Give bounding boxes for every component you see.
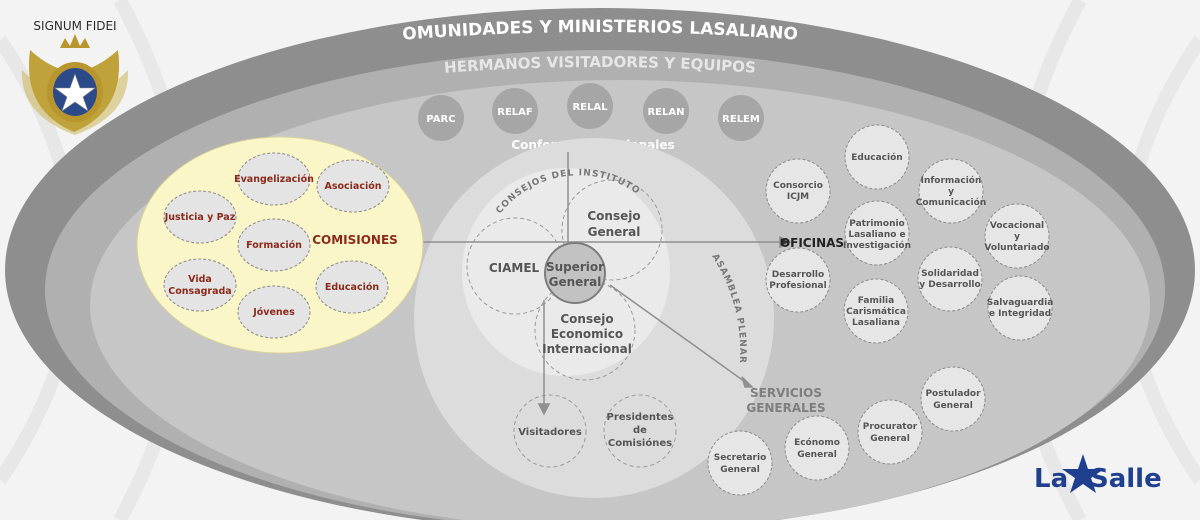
- presidentes-label-3: Comisiónes: [608, 437, 672, 449]
- oficina-salvaguardia-label-2: e Integridad: [989, 309, 1051, 319]
- svg-text:RELAF: RELAF: [497, 107, 532, 118]
- ciamel-label: CIAMEL: [489, 261, 540, 275]
- comision-formacion[interactable]: [237, 218, 311, 272]
- svg-text:General: General: [549, 275, 602, 289]
- comisiones-label: COMISIONES: [312, 233, 398, 247]
- oficina-info-label-3: Comunicación: [916, 197, 986, 208]
- oficina-salvaguardia-label-1: Salvaguardia: [987, 298, 1054, 308]
- oficina-vocacional-label-3: Voluntariado: [984, 243, 1049, 253]
- oficina-solidaridad-label-1: Solidaridad: [921, 269, 979, 279]
- oficina-patrimonio-label-2: Lasaliano e: [848, 230, 905, 240]
- oficina-familia-label-2: Carismática: [846, 307, 906, 317]
- subtitle: HERMANOS VISITADORES Y EQUIPOS: [444, 53, 757, 77]
- svg-text:RELAL: RELAL: [572, 102, 608, 113]
- oficina-desarrollo-label-2: Profesional: [769, 281, 826, 291]
- oficina-educacion-label: Educación: [851, 152, 902, 163]
- brand-star-icon: [1062, 454, 1104, 493]
- oficina-familia-label-3: Lasaliana: [852, 318, 900, 328]
- conference-relem[interactable]: RELEM: [718, 95, 764, 141]
- consejo-general-circle[interactable]: [561, 179, 663, 281]
- conference-relaf[interactable]: RELAF: [492, 88, 538, 134]
- comision-evangelizacion[interactable]: [237, 152, 311, 206]
- oficina-informacion[interactable]: [918, 158, 984, 224]
- comision-educacion-label: Educación: [325, 282, 380, 293]
- oficina-desarrollo[interactable]: [765, 247, 831, 313]
- servicio-procurator[interactable]: [857, 399, 923, 465]
- presidentes-label-1: Presidentes: [607, 412, 674, 423]
- superior-general-node[interactable]: Superior General: [544, 242, 606, 304]
- consejo-economico-circle[interactable]: [534, 279, 636, 381]
- la-salle-logo: La Salle: [1034, 452, 1174, 496]
- oficina-vocacional[interactable]: [984, 203, 1050, 269]
- comision-evangelizacion-label: Evangelización: [234, 174, 314, 185]
- svg-text:Superior: Superior: [546, 260, 604, 274]
- conference-relal[interactable]: RELAL: [567, 83, 613, 129]
- comision-asociacion[interactable]: [316, 159, 390, 213]
- brand-salle: Salle: [1090, 464, 1162, 494]
- conference-parc[interactable]: PARC: [418, 95, 464, 141]
- servicio-economo-label-2: General: [797, 450, 837, 460]
- servicio-postulador-label-2: General: [933, 401, 973, 411]
- servicio-secretario-label-1: Secretario: [714, 453, 767, 463]
- servicio-procurator-label-1: Procurator: [863, 422, 918, 432]
- consejo-general-label-1: Consejo: [587, 209, 640, 223]
- oficina-desarrollo-label-1: Desarrollo: [772, 270, 824, 280]
- oficina-patrimonio[interactable]: [844, 200, 910, 266]
- svg-text:RELAN: RELAN: [647, 107, 684, 118]
- svg-text:RELEM: RELEM: [722, 114, 760, 125]
- seal-text: SIGNUM FIDEI: [33, 19, 116, 33]
- brand-la: La: [1034, 464, 1068, 494]
- servicio-postulador-label-1: Postulador: [925, 389, 981, 399]
- oficina-info-label-2: y: [948, 187, 954, 197]
- oficina-solidaridad[interactable]: [917, 246, 983, 312]
- presidentes-label-2: de: [633, 425, 647, 436]
- servicio-secretario-label-2: General: [720, 465, 760, 475]
- oficina-patrimonio-label-1: Patrimonio: [849, 219, 905, 229]
- conferences-group: PARC RELAF RELAL RELAN RELEM Conferencia…: [418, 83, 764, 152]
- visitadores-circle[interactable]: [513, 394, 587, 468]
- oficina-vocacional-label-2: y: [1014, 232, 1020, 242]
- comision-justicia-label: Justicia y Paz: [164, 212, 236, 223]
- comision-educacion[interactable]: [315, 260, 389, 314]
- oficina-consorcio[interactable]: [765, 158, 831, 224]
- comision-jovenes[interactable]: [237, 285, 311, 339]
- comision-vida-label-2: Consagrada: [168, 286, 231, 297]
- comision-asociacion-label: Asociación: [324, 181, 381, 192]
- visitadores-label: Visitadores: [518, 427, 582, 438]
- consejo-economico-label-2: Economico: [551, 327, 623, 341]
- servicio-procurator-label-2: General: [870, 434, 910, 444]
- oficina-familia-label-1: Familia: [858, 296, 894, 306]
- servicio-economo-label-1: Ecónomo: [794, 437, 840, 448]
- comision-vida-consagrada[interactable]: [163, 258, 237, 312]
- presidentes-circle[interactable]: [603, 394, 677, 468]
- consejo-general-label-2: General: [588, 225, 641, 239]
- oficina-familia[interactable]: [843, 278, 909, 344]
- oficina-consorcio-label-1: Consorcio: [773, 181, 823, 191]
- oficina-info-label-1: Información: [921, 175, 982, 186]
- servicios-label-2: GENERALES: [746, 401, 825, 415]
- conference-relan[interactable]: RELAN: [643, 88, 689, 134]
- oficina-patrimonio-label-3: Investigación: [843, 240, 911, 251]
- servicios-label-1: SERVICIOS: [750, 386, 822, 400]
- connector-lines: [416, 152, 792, 416]
- servicio-secretario[interactable]: [707, 430, 773, 496]
- oficina-solidaridad-label-2: y Desarrollo: [919, 280, 980, 290]
- consejo-economico-label-3: Internacional: [542, 342, 632, 356]
- comision-formacion-label: Formación: [246, 240, 302, 251]
- comision-justicia-paz[interactable]: [163, 190, 237, 244]
- signum-fidei-seal: SIGNUM FIDEI: [21, 19, 129, 135]
- comision-jovenes-label: Jóvenes: [252, 307, 295, 318]
- consejo-economico-label-1: Consejo: [560, 312, 613, 326]
- oficinas-label: OFICINAS: [780, 236, 844, 250]
- oficina-vocacional-label-1: Vocacional: [990, 221, 1044, 231]
- oficina-educacion[interactable]: [844, 124, 910, 190]
- oficina-salvaguardia[interactable]: [987, 275, 1053, 341]
- svg-text:PARC: PARC: [426, 114, 455, 125]
- oficina-consorcio-label-2: ICJM: [787, 192, 809, 202]
- servicio-postulador[interactable]: [920, 366, 986, 432]
- servicio-economo[interactable]: [784, 415, 850, 481]
- comision-vida-label-1: Vida: [188, 274, 212, 285]
